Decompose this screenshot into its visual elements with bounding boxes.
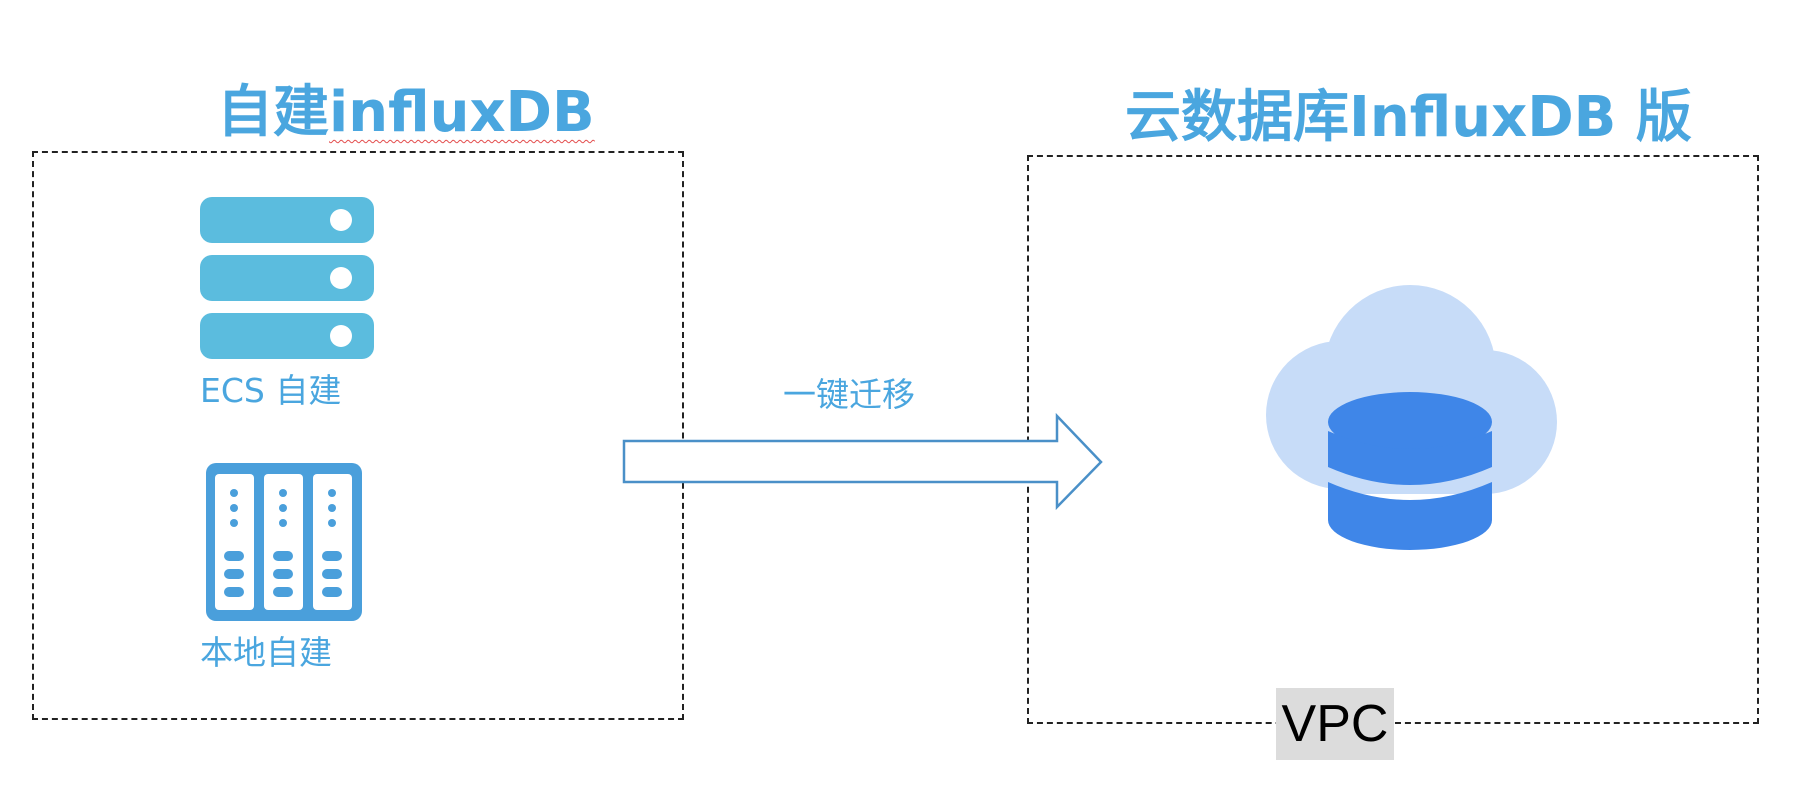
source-title: 自建influxDB — [217, 85, 595, 141]
target-title: 云数据库InfluxDB 版 — [1125, 85, 1692, 150]
server-rack-icon — [206, 463, 362, 621]
migration-label: 一键迁移 — [783, 375, 915, 414]
source-boundary-box — [32, 151, 684, 720]
vpc-label: VPC — [1276, 688, 1394, 760]
right-arrow-icon — [622, 412, 1103, 511]
source-title-word: influxDB — [329, 80, 595, 145]
local-self-built-label: 本地自建 — [200, 633, 332, 672]
cloud-database-icon — [1266, 285, 1557, 550]
server-stack-icon — [200, 197, 374, 359]
source-title-prefix: 自建 — [217, 80, 329, 145]
ecs-self-built-label: ECS 自建 — [200, 371, 342, 410]
